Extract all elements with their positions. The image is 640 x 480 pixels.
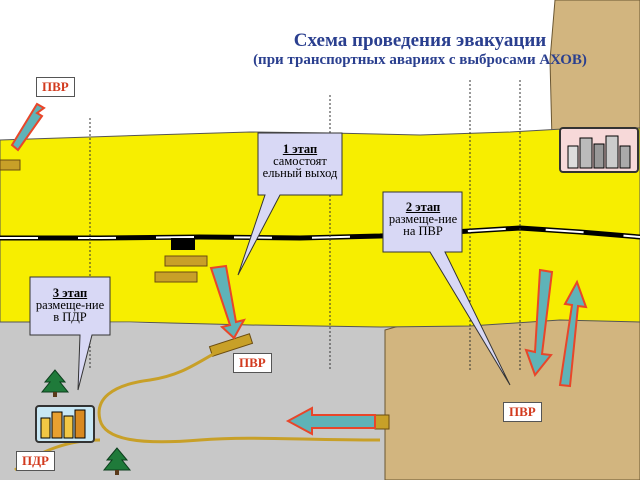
callout-stage1-head: 1 этап xyxy=(282,142,318,156)
evacuation-route xyxy=(97,343,381,444)
arrow-icon xyxy=(10,102,46,152)
pvr-label-mid: ПВР xyxy=(233,353,272,373)
city-icon xyxy=(559,127,639,173)
arrow-icon xyxy=(209,264,246,340)
callout-stage2 xyxy=(382,191,511,386)
page-subtitle: (при транспортных авариях с выбросами АХ… xyxy=(253,52,587,68)
pvr-label-top: ПВР xyxy=(36,77,75,97)
vehicle xyxy=(374,414,390,430)
callout-stage2-body: размеще-ние на ПВР xyxy=(388,212,458,238)
callout-stage2-text: 2 этап размеще-ние на ПВР xyxy=(385,200,461,238)
arrow-icon xyxy=(558,279,588,388)
callout-stage3 xyxy=(29,276,111,391)
vehicle xyxy=(0,159,21,171)
callout-stage1-body: самостоят ельный выход xyxy=(262,154,338,180)
road-dashes xyxy=(0,226,640,240)
callout-stage2-head: 2 этап xyxy=(405,200,441,214)
pvr-label-right: ПВР xyxy=(503,402,542,422)
pdr-label: ПДР xyxy=(16,451,55,471)
callout-stage3-text: 3 этап размеще-ние в ПДР xyxy=(32,286,108,324)
city-icon xyxy=(35,405,95,443)
vehicle xyxy=(164,255,208,267)
arrow-icon xyxy=(524,268,554,378)
arrow-icon xyxy=(285,406,376,436)
tree-icon xyxy=(40,369,70,397)
callout-stage1-text: 1 этап самостоят ельный выход xyxy=(260,142,340,180)
callout-stage3-body: размеще-ние в ПДР xyxy=(35,298,105,324)
page-title: Схема проведения эвакуации xyxy=(293,30,547,51)
vehicle xyxy=(154,271,198,283)
accident-vehicle xyxy=(171,238,195,250)
tree-icon xyxy=(102,447,132,475)
callout-stage1 xyxy=(237,132,343,276)
ground-area xyxy=(0,322,400,480)
callout-stage3-head: 3 этап xyxy=(52,286,88,300)
